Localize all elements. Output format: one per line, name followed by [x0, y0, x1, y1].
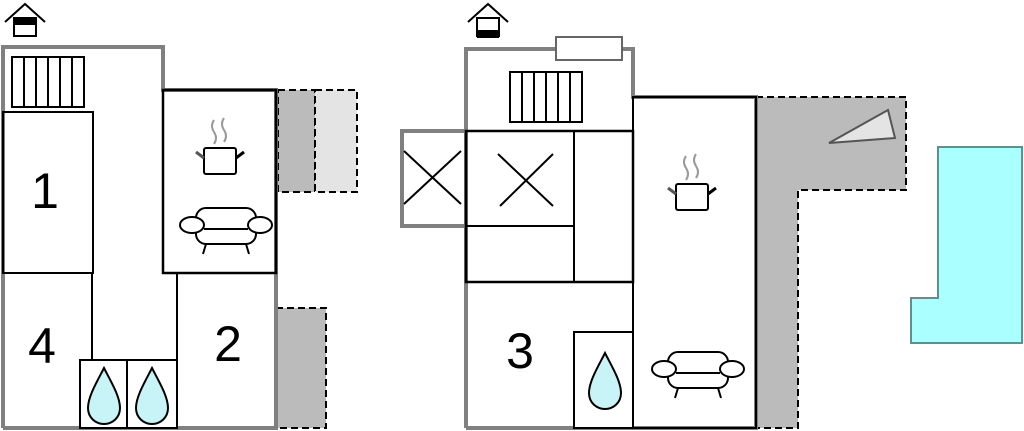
sun-lounger-icon [828, 108, 897, 144]
room-label: 2 [214, 316, 242, 372]
kitchen-living [632, 96, 757, 429]
kitchen-living [161, 88, 278, 275]
house-entrance-door [14, 18, 36, 25]
window-icon [555, 36, 623, 61]
floor-plan-right: 3 [400, 3, 1023, 430]
house-entrance-door [477, 30, 499, 38]
stairs-icon [11, 56, 85, 108]
room-label: 1 [31, 163, 59, 219]
terrace [756, 97, 906, 428]
terrace-light [314, 89, 358, 193]
floor-plan-left: 1 4 2 [1, 3, 358, 430]
pool [910, 146, 1023, 344]
terrace [277, 89, 316, 193]
stairs-icon [509, 71, 583, 123]
room-1 [2, 111, 94, 274]
terrace [275, 307, 327, 429]
room-label: 4 [28, 318, 56, 374]
room-label: 3 [506, 323, 534, 379]
